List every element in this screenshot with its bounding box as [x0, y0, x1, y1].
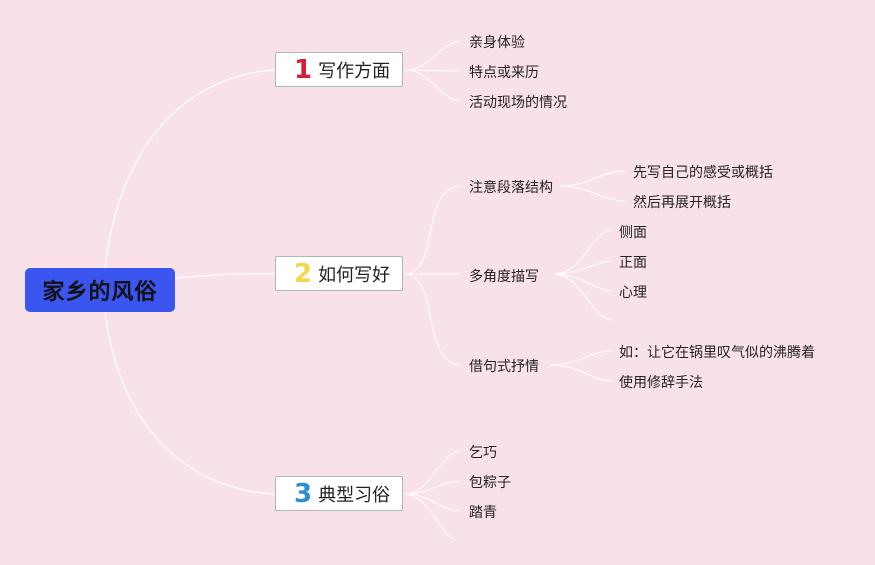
link-s3-c1 — [549, 350, 613, 366]
leaf-node[interactable]: 正面 — [619, 255, 647, 271]
subtopic-node[interactable]: 注意段落结构 — [469, 180, 553, 196]
link-t2-s1 — [404, 185, 461, 275]
topic-node-3[interactable]: 3 典型习俗 — [275, 476, 403, 511]
leaf-node[interactable]: 踏青 — [469, 505, 497, 521]
link-t3-c4 — [404, 493, 456, 541]
link-root-topic-1 — [104, 69, 276, 269]
link-root-topic-2 — [174, 273, 276, 279]
leaf-node[interactable]: 先写自己的感受或概括 — [633, 165, 773, 181]
link-s2-c4 — [554, 273, 613, 321]
topic-node-2[interactable]: 2 如何写好 — [275, 256, 403, 291]
link-s2-c2 — [554, 260, 613, 275]
link-s2-c1 — [554, 229, 613, 275]
subtopic-node[interactable]: 多角度描写 — [469, 269, 539, 285]
link-s3-c2 — [549, 364, 613, 382]
link-t2-s3 — [404, 273, 461, 366]
leaf-node[interactable]: 心理 — [619, 285, 647, 301]
subtopic-node[interactable]: 借句式抒情 — [469, 359, 539, 375]
link-t3-c2 — [404, 480, 461, 495]
root-node[interactable]: 家乡的风俗 — [25, 268, 175, 312]
topic-number-3: 3 — [294, 478, 313, 509]
topic-node-1[interactable]: 1 写作方面 — [275, 52, 403, 87]
link-root-topic-3 — [104, 311, 276, 495]
link-s1-c1 — [559, 170, 626, 187]
leaf-node[interactable]: 活动现场的情况 — [469, 95, 567, 111]
link-s2-c3 — [554, 273, 613, 292]
topic-label-3: 典型习俗 — [318, 484, 391, 506]
leaf-node[interactable]: 侧面 — [619, 225, 647, 241]
leaf-node[interactable]: 如：让它在锅里叹气似的沸腾着 — [619, 345, 815, 361]
link-t3-c3 — [404, 493, 461, 512]
leaf-node[interactable]: 包粽子 — [469, 475, 511, 491]
topic-label-2: 如何写好 — [318, 264, 391, 286]
link-t1-c3 — [404, 69, 461, 102]
topic-label-1: 写作方面 — [318, 60, 391, 82]
link-t1-c1 — [404, 40, 461, 71]
leaf-node[interactable]: 亲身体验 — [469, 35, 525, 51]
link-t1-c2 — [404, 69, 461, 72]
link-t3-c1 — [404, 450, 461, 495]
topic-number-1: 1 — [294, 54, 313, 85]
leaf-node[interactable]: 特点或来历 — [469, 65, 539, 81]
leaf-node[interactable]: 乞巧 — [469, 445, 497, 461]
leaf-node[interactable]: 使用修辞手法 — [619, 375, 703, 391]
link-s1-c2 — [559, 185, 626, 202]
leaf-node[interactable]: 然后再展开概括 — [633, 195, 731, 211]
topic-number-2: 2 — [294, 258, 313, 289]
